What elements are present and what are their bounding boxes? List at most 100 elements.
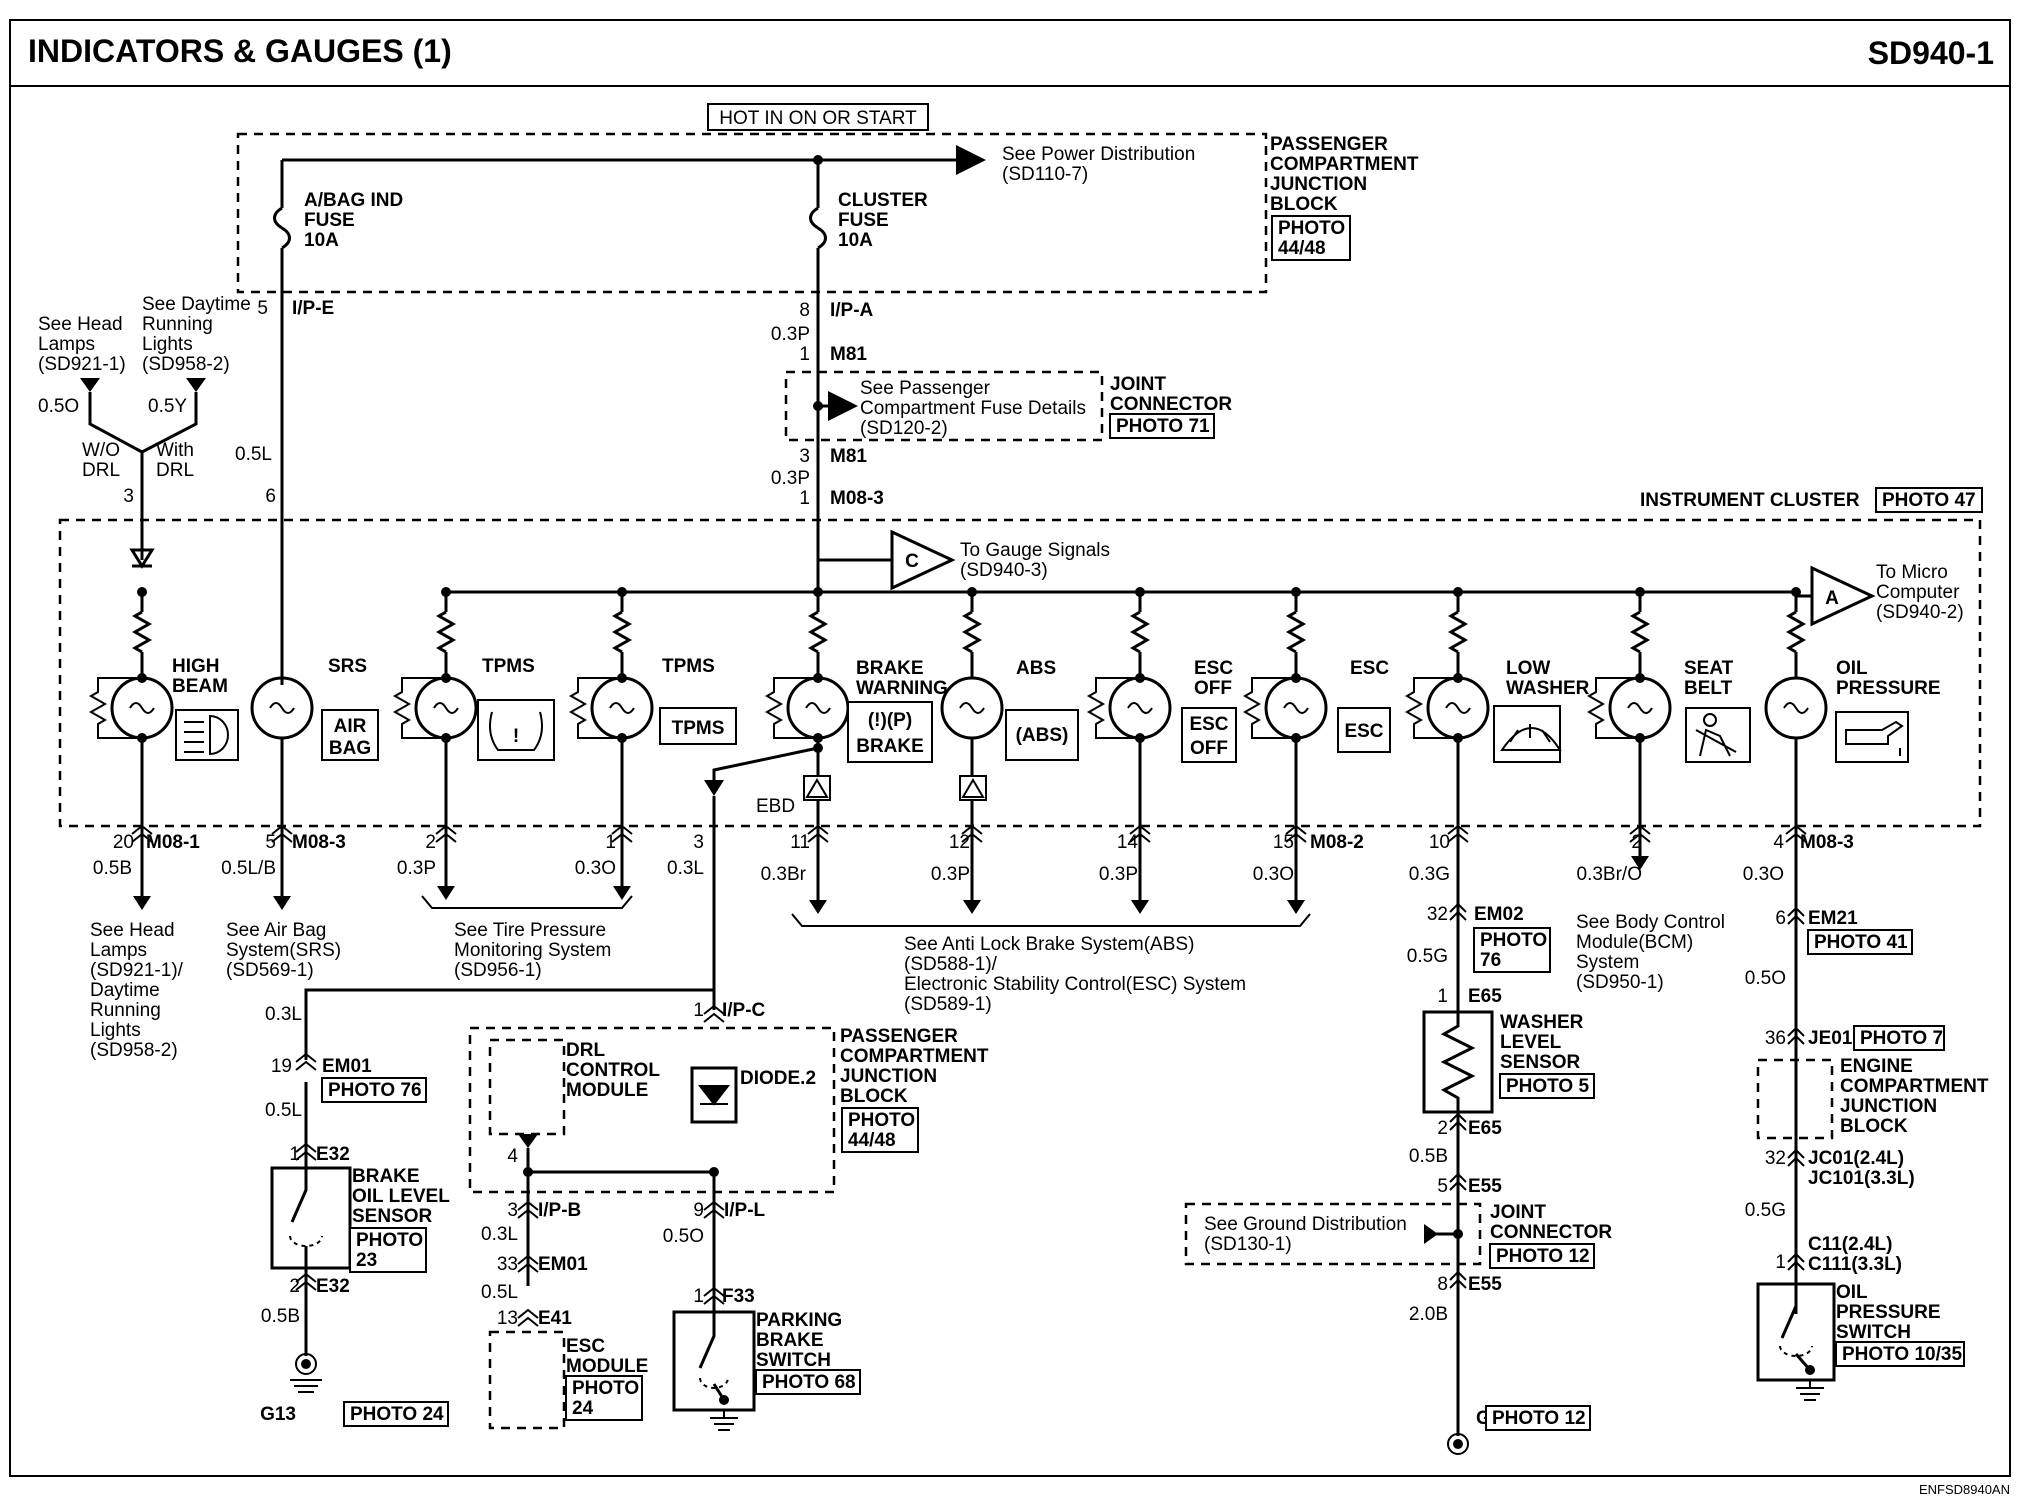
brake-oil-wire <box>304 988 714 1060</box>
svg-text:5: 5 <box>265 832 276 853</box>
svg-text:ENGINE: ENGINE <box>1840 1056 1913 1077</box>
svg-text:See Daytime: See Daytime <box>142 294 251 315</box>
ref-arrow-6 <box>1131 900 1149 914</box>
park-photo: PHOTO 68 <box>762 1372 856 1393</box>
svg-text:Running: Running <box>90 1000 161 1021</box>
page-code: SD940-1 <box>1868 35 1994 71</box>
svg-text:TPMS: TPMS <box>672 718 725 739</box>
wire-0-5o: 0.5O <box>38 396 79 417</box>
indicator-label-oil-pressure: OIL <box>1836 658 1868 679</box>
svg-text:M08-1: M08-1 <box>146 832 200 853</box>
srs-connector <box>271 824 293 843</box>
svg-text:PHOTO: PHOTO <box>1480 930 1547 951</box>
srs-filament <box>269 702 295 714</box>
svg-text:0.3O: 0.3O <box>575 858 616 879</box>
seat-belt-filament <box>1627 702 1653 714</box>
drl-module-dashed <box>488 1038 566 1136</box>
svg-text:CLUSTER: CLUSTER <box>838 190 928 211</box>
bottom-pins: 20 M08-1 0.5B 5 M08-3 0.5L/B 2 0.3P 1 0.… <box>93 832 1854 885</box>
seat-belt-connector <box>1629 824 1651 843</box>
svg-text:PASSENGER: PASSENGER <box>1270 134 1388 155</box>
svg-text:(ABS): (ABS) <box>1016 725 1069 746</box>
high-beam-resistor <box>131 610 153 654</box>
esc-photo: PHOTO 24 <box>572 1378 639 1419</box>
washer-resistor <box>1440 1012 1476 1112</box>
oil-w05g: 0.5G <box>1745 1200 1786 1221</box>
washer-label: WASHER LEVEL SENSOR <box>1500 1012 1584 1073</box>
cluster-photo: PHOTO 47 <box>1882 490 1976 511</box>
cluster-dashed-box <box>58 518 1982 828</box>
svg-text:2: 2 <box>425 832 436 853</box>
joint-photo-box <box>1109 413 1215 439</box>
svg-text:See Anti Lock Brake System(ABS: See Anti Lock Brake System(ABS) <box>904 934 1194 955</box>
svg-text:0.3O: 0.3O <box>1743 864 1784 885</box>
brake-warning-filament <box>805 702 831 714</box>
bcm-ref: See Body Control Module(BCM) System (SD9… <box>1576 912 1725 993</box>
pcjb2-f33: F33 <box>722 1286 755 1307</box>
svg-text:11: 11 <box>790 832 810 853</box>
pcjb-dashed-box <box>236 132 1268 294</box>
svg-text:1: 1 <box>605 832 616 853</box>
washer-p8: 8 <box>1437 1274 1448 1295</box>
svg-text:(SD956-1): (SD956-1) <box>454 960 542 981</box>
svg-text:COMPARTMENT: COMPARTMENT <box>1270 154 1419 175</box>
washer-e55a: E55 <box>1468 1176 1502 1197</box>
oil-p32: 32 <box>1765 1148 1786 1169</box>
svg-text:JOINT: JOINT <box>1490 1202 1546 1223</box>
oil-photo7: PHOTO 7 <box>1860 1028 1943 1049</box>
brake-warning-connector <box>807 824 829 843</box>
wire-0-5y: 0.5Y <box>148 396 187 417</box>
drl-module-arrow <box>518 1134 538 1148</box>
esc-off-icon: ESC OFF <box>1181 707 1237 763</box>
oil-photo41-box <box>1807 929 1913 955</box>
tri-c: C <box>905 551 919 572</box>
svg-text:A/BAG IND: A/BAG IND <box>304 190 403 211</box>
svg-text:PASSENGER: PASSENGER <box>840 1026 958 1047</box>
svg-text:See Passenger: See Passenger <box>860 378 991 399</box>
diode2-symbol <box>697 1085 731 1106</box>
svg-text:Compartment Fuse Details: Compartment Fuse Details <box>860 398 1086 419</box>
ecjb-label: ENGINE COMPARTMENT JUNCTION BLOCK <box>1840 1056 1989 1137</box>
pin-3: 3 <box>123 486 134 507</box>
pcjb-photo: PHOTO 44/48 <box>1278 218 1345 259</box>
brake-oil-label: BRAKE OIL LEVEL SENSOR <box>352 1166 450 1227</box>
svg-text:ESC: ESC <box>1189 714 1228 735</box>
svg-text:(SD940-3): (SD940-3) <box>960 560 1048 581</box>
drl-arrow <box>186 378 206 392</box>
oil-icon <box>1835 711 1909 763</box>
footer-code: ENFSD8940AN <box>1919 1482 2010 1497</box>
washer-w20b: 2.0B <box>1409 1304 1448 1325</box>
oil-photo41: PHOTO 41 <box>1814 932 1908 953</box>
svg-text:W/O: W/O <box>82 440 120 461</box>
oil-switch-label: OIL PRESSURE SWITCH <box>1836 1282 1941 1343</box>
pcf-ref: See Passenger Compartment Fuse Details (… <box>860 378 1086 439</box>
g07-photo: PHOTO 12 <box>1492 1408 1586 1429</box>
ref-arrow-4 <box>809 900 827 914</box>
indicator-label-brake-warning: WARNING <box>856 678 948 699</box>
svg-text:See Air Bag: See Air Bag <box>226 920 326 941</box>
oil-c111: C111(3.3L) <box>1808 1254 1902 1275</box>
svg-text:See Body Control: See Body Control <box>1576 912 1725 933</box>
g13-ground-icon <box>290 1353 322 1393</box>
head-drl-ref: See Head Lamps (SD921-1)/ Daytime Runnin… <box>90 920 184 1061</box>
wire-0-5l: 0.5L <box>235 444 272 465</box>
pcjb2-photo: PHOTO 44/48 <box>848 1110 915 1151</box>
svg-text:BLOCK: BLOCK <box>840 1086 908 1107</box>
washer-photo76: PHOTO 76 <box>1480 930 1547 971</box>
ref-arrow-2 <box>437 886 455 900</box>
svg-text:10A: 10A <box>838 230 873 251</box>
gauge-ref-wire <box>816 558 892 592</box>
park-label: PARKING BRAKE SWITCH <box>756 1310 842 1371</box>
oil-ground-icon <box>1796 1380 1824 1401</box>
svg-text:CONNECTOR: CONNECTOR <box>1490 1222 1612 1243</box>
washer-p1: 1 <box>1437 986 1448 1007</box>
pcjb2-em01: EM01 <box>538 1254 588 1275</box>
cluster-fuse-label: CLUSTER FUSE 10A <box>838 190 928 251</box>
svg-text:See Power Distribution: See Power Distribution <box>1002 144 1195 165</box>
pcjb2-ipc: I/P-C <box>722 1000 766 1021</box>
low-washer-filament <box>1445 702 1471 714</box>
pcjb-photo-box <box>1271 215 1351 261</box>
svg-text:M08-3: M08-3 <box>1800 832 1854 853</box>
abag-fuse-icon <box>273 206 291 250</box>
svg-text:ESC: ESC <box>1344 721 1383 742</box>
